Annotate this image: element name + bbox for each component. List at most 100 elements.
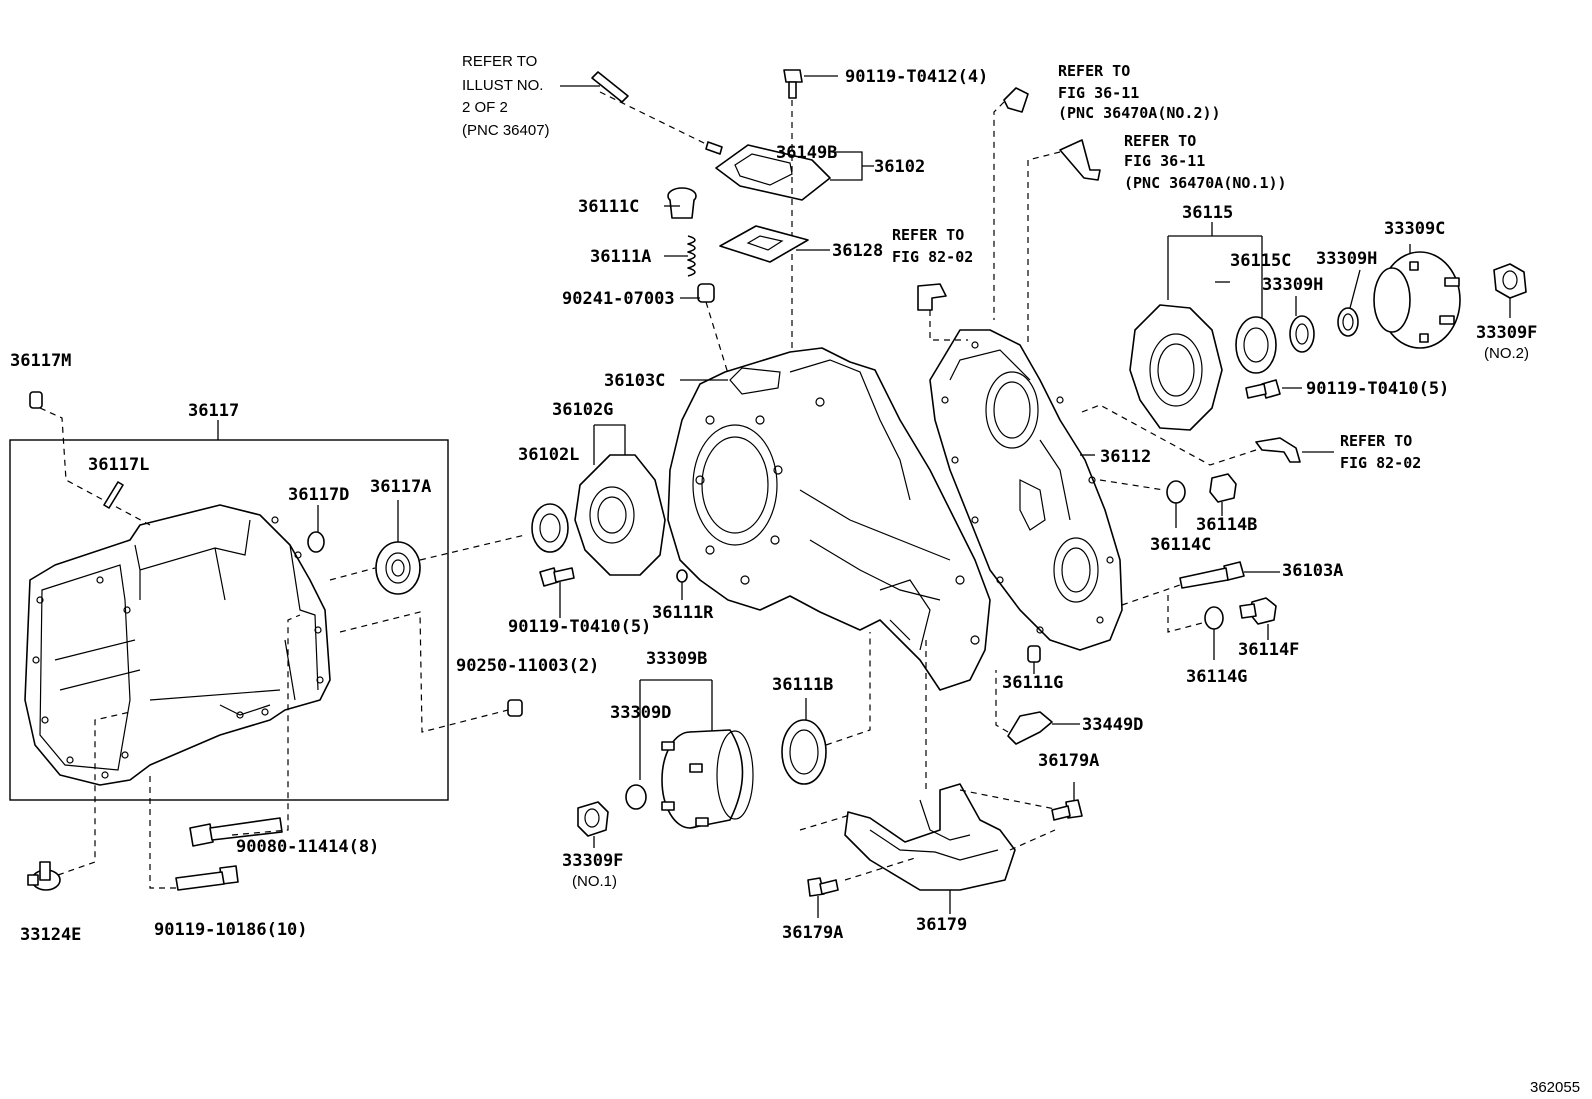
label-36114G: 36114G: [1186, 667, 1247, 687]
bolt-90119-T0412: [783, 69, 803, 99]
figure-number: 362055: [1530, 1079, 1580, 1096]
plug-36114F: [1239, 597, 1277, 625]
note-refer-illust: REFER TO ILLUST NO. 2 OF 2 (PNC 36407): [462, 53, 550, 139]
flange-33309B: [661, 729, 754, 829]
cover-36102: [715, 144, 831, 201]
bolt-36179A-bottom: [807, 877, 839, 897]
svg-text:FIG 36-11: FIG 36-11: [1124, 152, 1205, 170]
label-33309H-a: 33309H: [1316, 249, 1377, 269]
label-90119-T0410-left: 90119-T0410(5): [508, 617, 651, 637]
label-36103A: 36103A: [1282, 561, 1343, 581]
spring-36111A: [687, 235, 696, 277]
svg-text:REFER TO: REFER TO: [1124, 132, 1196, 150]
label-90119-T0412: 90119-T0412(4): [845, 67, 988, 87]
label-36111R: 36111R: [652, 603, 714, 623]
svg-text:(PNC 36470A(NO.2)): (PNC 36470A(NO.2)): [1058, 104, 1221, 122]
svg-text:FIG 82-02: FIG 82-02: [1340, 454, 1421, 472]
detent-90241-07003: [697, 283, 715, 303]
note-33309F-no2: (NO.2): [1484, 345, 1529, 362]
label-90119-T0410-right: 90119-T0410(5): [1306, 379, 1449, 399]
leader-36115: [1167, 222, 1263, 330]
label-36179A-bottom: 36179A: [782, 923, 843, 943]
bolt-90080-11414: [189, 817, 283, 847]
pin-90250-11003: [507, 699, 523, 717]
label-36111A: 36111A: [590, 247, 651, 267]
label-90119-10186: 90119-10186(10): [154, 920, 308, 940]
label-36117D: 36117D: [288, 485, 349, 505]
retainer-36115: [1129, 304, 1223, 431]
label-33449D: 33449D: [1082, 715, 1143, 735]
retainer-36102G: [574, 454, 666, 576]
label-33124E: 33124E: [20, 925, 81, 945]
plug-36114B: [1209, 473, 1237, 503]
note-refer-fig3611-no2: REFER TO FIG 36-11 (PNC 36470A(NO.2)): [1058, 62, 1221, 122]
label-36102G: 36102G: [552, 400, 613, 420]
note-refer-fig8202-right: REFER TO FIG 82-02: [1340, 432, 1421, 472]
label-36179A-top: 36179A: [1038, 751, 1099, 771]
flange-33309C: [1373, 251, 1461, 349]
clip-ref-82-02-right: [1255, 437, 1301, 463]
bolt-36103A: [1179, 561, 1245, 589]
extension-housing-drawing: [24, 504, 331, 786]
pin-36117M: [29, 391, 43, 409]
bearing-36115C: [1235, 316, 1277, 374]
label-36114C: 36114C: [1150, 535, 1211, 555]
plug-36111C: [667, 187, 697, 219]
label-36149B: 36149B: [776, 143, 837, 163]
label-36102L: 36102L: [518, 445, 579, 465]
label-33309B: 33309B: [646, 649, 707, 669]
rod-ref-36407: [591, 71, 629, 103]
label-36179: 36179: [916, 915, 967, 935]
plug-36117D: [307, 531, 325, 553]
seal-33309H-2: [1337, 307, 1359, 337]
label-36117M: 36117M: [10, 351, 71, 371]
label-36117: 36117: [188, 401, 239, 421]
label-90250-11003: 90250-11003(2): [456, 656, 599, 676]
transfer-case-rear-housing: [929, 329, 1123, 651]
seal-33309H-1: [1289, 315, 1315, 353]
label-36111C: 36111C: [578, 197, 639, 217]
label-36111B: 36111B: [772, 675, 833, 695]
label-36115C: 36115C: [1230, 251, 1291, 271]
gasket-36128: [719, 225, 809, 263]
bolt-90119-T0410-left: [539, 567, 575, 587]
label-36128: 36128: [832, 241, 883, 261]
note-refer-fig3611-no1: REFER TO FIG 36-11 (PNC 36470A(NO.1)): [1124, 132, 1287, 192]
svg-text:ILLUST NO.: ILLUST NO.: [462, 77, 543, 94]
sensor-33124E: [27, 861, 61, 891]
bolt-36179A-top: [1051, 799, 1083, 821]
svg-text:(PNC 36407): (PNC 36407): [462, 122, 550, 139]
bracket-36179: [844, 783, 1016, 891]
svg-text:2 OF 2: 2 OF 2: [462, 99, 508, 116]
bolt-36149B: [705, 141, 723, 155]
note-33309F-no1: (NO.1): [572, 873, 617, 890]
svg-text:REFER TO: REFER TO: [892, 226, 964, 244]
seal-36111B: [781, 719, 827, 785]
svg-text:REFER TO: REFER TO: [1058, 62, 1130, 80]
label-36114B: 36114B: [1196, 515, 1257, 535]
label-90080-11414: 90080-11414(8): [236, 837, 379, 857]
label-36117L: 36117L: [88, 455, 149, 475]
clip-ref-36470A-no2: [1003, 87, 1029, 113]
nut-33309F-no1: [577, 801, 609, 837]
clip-ref-82-02-top: [917, 283, 947, 311]
pin-36111G: [1027, 645, 1041, 663]
note-refer-fig8202-top: REFER TO FIG 82-02: [892, 226, 973, 266]
label-33309D: 33309D: [610, 703, 671, 723]
nut-33309F-no2: [1493, 263, 1527, 299]
plug-36111R: [676, 569, 688, 583]
transfer-case-front-housing: [667, 347, 991, 691]
washer-36114C: [1166, 480, 1186, 504]
washer-33309D: [625, 784, 647, 810]
seal-36102L: [531, 503, 569, 553]
label-33309H-b: 33309H: [1262, 275, 1323, 295]
bolt-90119-T0410-right: [1245, 379, 1281, 399]
label-36117A: 36117A: [370, 477, 431, 497]
label-36102: 36102: [874, 157, 925, 177]
washer-36114G: [1204, 606, 1224, 630]
pin-36117L: [103, 481, 124, 509]
label-33309F-no1: 33309F: [562, 851, 623, 871]
label-90241-07003: 90241-07003: [562, 289, 675, 309]
svg-text:FIG 82-02: FIG 82-02: [892, 248, 973, 266]
